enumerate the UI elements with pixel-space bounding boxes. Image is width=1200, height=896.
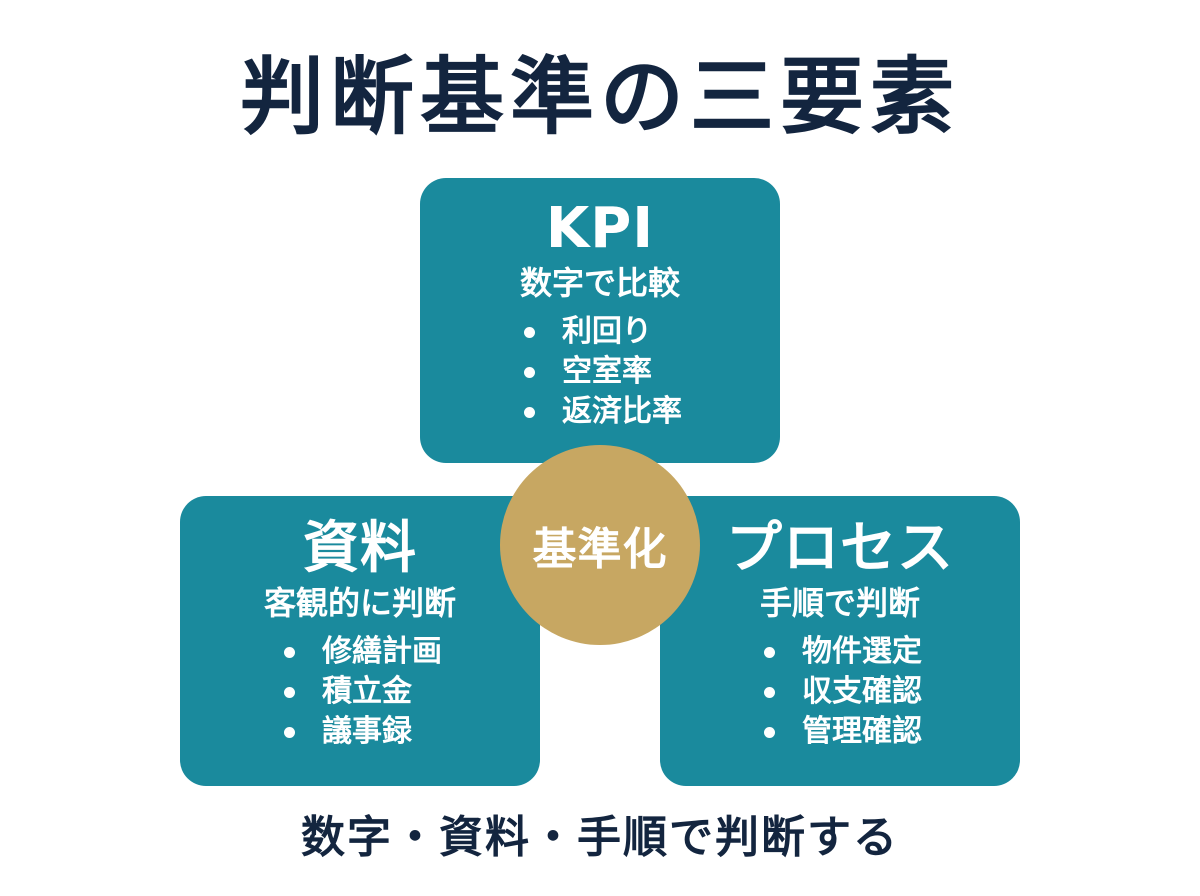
list-item: 利回り bbox=[518, 312, 682, 352]
bullet-icon bbox=[524, 367, 535, 378]
process-subtitle: 手順で判断 bbox=[759, 584, 920, 622]
list-item-label: 議事録 bbox=[322, 714, 412, 749]
list-item-label: 積立金 bbox=[322, 674, 412, 709]
kpi-heading: KPI bbox=[545, 196, 655, 261]
footer-caption: 数字・資料・手順で判断する bbox=[301, 812, 899, 863]
page-title: 判断基準の三要素 bbox=[239, 48, 960, 146]
list-item: 管理確認 bbox=[758, 712, 922, 752]
process-list: 物件選定 収支確認 管理確認 bbox=[758, 632, 922, 752]
list-item-label: 利回り bbox=[562, 314, 652, 349]
list-item-label: 返済比率 bbox=[562, 394, 682, 429]
bullet-icon bbox=[764, 727, 775, 738]
list-item-label: 管理確認 bbox=[802, 714, 922, 749]
list-item-label: 収支確認 bbox=[802, 674, 922, 709]
list-item-label: 修繕計画 bbox=[322, 634, 442, 669]
bullet-icon bbox=[764, 647, 775, 658]
documents-list: 修繕計画 積立金 議事録 bbox=[278, 632, 442, 752]
list-item: 修繕計画 bbox=[278, 632, 442, 672]
center-label: 基準化 bbox=[532, 524, 668, 575]
bullet-icon bbox=[284, 647, 295, 658]
list-item: 議事録 bbox=[278, 712, 442, 752]
list-item: 物件選定 bbox=[758, 632, 922, 672]
center-circle: 基準化 bbox=[500, 445, 700, 645]
list-item: 空室率 bbox=[518, 352, 682, 392]
kpi-box: KPI 数字で比較 利回り 空室率 返済比率 bbox=[420, 178, 780, 463]
bullet-icon bbox=[284, 727, 295, 738]
list-item: 積立金 bbox=[278, 672, 442, 712]
list-item-label: 物件選定 bbox=[802, 634, 922, 669]
bullet-icon bbox=[284, 687, 295, 698]
list-item-label: 空室率 bbox=[562, 354, 652, 389]
list-item: 返済比率 bbox=[518, 392, 682, 432]
documents-subtitle: 客観的に判断 bbox=[263, 584, 456, 622]
bullet-icon bbox=[764, 687, 775, 698]
documents-box: 資料 客観的に判断 修繕計画 積立金 議事録 bbox=[180, 496, 540, 786]
kpi-subtitle: 数字で比較 bbox=[519, 264, 680, 302]
bullet-icon bbox=[524, 327, 535, 338]
list-item: 収支確認 bbox=[758, 672, 922, 712]
process-box: プロセス 手順で判断 物件選定 収支確認 管理確認 bbox=[660, 496, 1020, 786]
kpi-list: 利回り 空室率 返済比率 bbox=[518, 312, 682, 432]
documents-heading: 資料 bbox=[303, 516, 417, 581]
process-heading: プロセス bbox=[726, 516, 954, 581]
bullet-icon bbox=[524, 407, 535, 418]
